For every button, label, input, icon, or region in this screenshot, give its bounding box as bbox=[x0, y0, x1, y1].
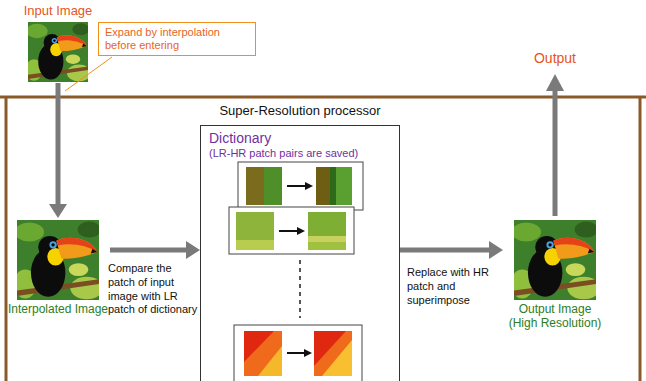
edge-label: Replace with HR patch and superimpose bbox=[407, 266, 499, 307]
patch-pair bbox=[234, 325, 362, 381]
node-label: Interpolated Image bbox=[6, 302, 110, 316]
flow-arrow bbox=[400, 241, 503, 259]
dictionary-box: Super-Resolution processorDictionary(LR-… bbox=[200, 125, 400, 381]
node-label: Input Image bbox=[14, 3, 102, 19]
frame-left bbox=[5, 96, 8, 381]
callout-leader bbox=[65, 57, 112, 91]
image-node: Input Image bbox=[14, 3, 102, 83]
flow-arrow bbox=[49, 83, 67, 218]
output-arrowhead bbox=[546, 74, 564, 91]
frame-top bbox=[0, 96, 646, 99]
arrow-shaft bbox=[56, 83, 61, 205]
patch-pair bbox=[238, 162, 363, 210]
ellipsis-dashes bbox=[299, 260, 301, 318]
arrowhead bbox=[489, 241, 503, 259]
image-node: Interpolated Image bbox=[6, 218, 110, 316]
output-arrow bbox=[553, 90, 558, 216]
output-image bbox=[511, 220, 600, 300]
edge-label: Compare the patch of input image with LR… bbox=[108, 262, 198, 317]
node-label: Output Image (High Resolution) bbox=[503, 302, 607, 331]
callout-box: Expand by interpolation before entering bbox=[98, 22, 256, 56]
node-text: Dictionary bbox=[209, 130, 391, 147]
node-text: (LR-HR patch pairs are saved) bbox=[209, 147, 391, 160]
patch-pair bbox=[229, 207, 354, 254]
arrowhead bbox=[186, 241, 200, 259]
input-image bbox=[26, 22, 91, 82]
frame-right bbox=[639, 96, 642, 381]
flow-arrow bbox=[110, 241, 200, 259]
arrowhead bbox=[49, 204, 67, 218]
section-heading: Super-Resolution processor bbox=[171, 103, 429, 119]
output-label: Output bbox=[534, 50, 576, 67]
arrow-shaft bbox=[400, 248, 490, 253]
node-label: Expand by interpolation before entering bbox=[105, 26, 249, 52]
image-node: Output Image (High Resolution) bbox=[503, 218, 607, 331]
interpolated-image bbox=[14, 220, 103, 300]
arrow-shaft bbox=[110, 248, 187, 253]
